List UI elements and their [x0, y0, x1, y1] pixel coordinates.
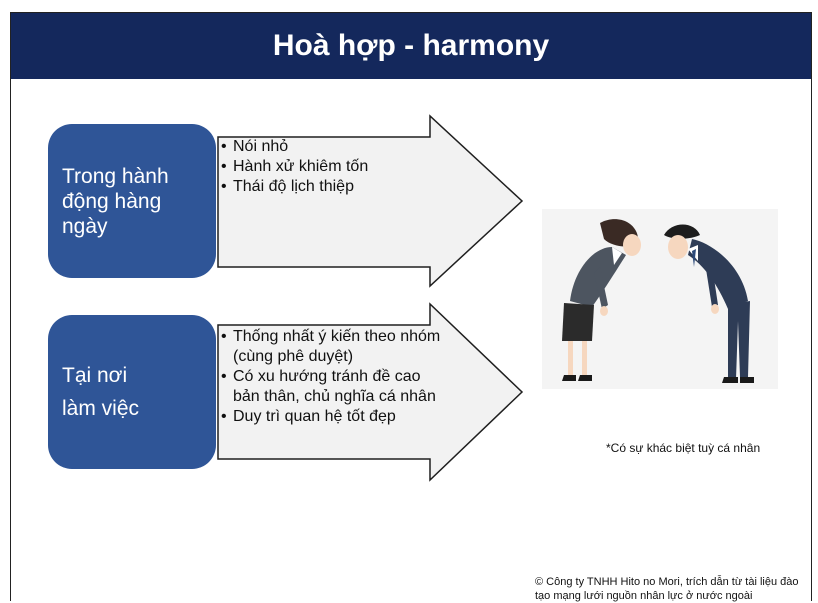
bullet-item: Có xu hướng tránh đề cao bản thân, chủ n… [219, 367, 449, 407]
note-text: *Có sự khác biệt tuỳ cá nhân [606, 441, 761, 455]
slide-title: Hoà hợp - harmony [272, 29, 550, 62]
title-bar: Hoà hợp - harmony [11, 13, 811, 79]
label-line: làm việc [62, 397, 140, 420]
copyright-text: © Công ty TNHH Hito no Mori, trích dẫn t… [535, 576, 799, 602]
bullet-item: Nói nhỏ [219, 137, 459, 157]
bowing-people-icon [542, 209, 778, 389]
label-line: ngày [62, 214, 108, 238]
bullet-list-workplace: Thống nhất ý kiến theo nhóm (cùng phê du… [219, 327, 449, 427]
bullet-item: Hành xử khiêm tốn [219, 157, 459, 177]
slide: Hoà hợp - harmony Trong hành động hàng n… [10, 12, 812, 602]
label-line: Tại nơi [62, 364, 128, 387]
bullet-item: Thống nhất ý kiến theo nhóm (cùng phê du… [219, 327, 449, 367]
bullet-item: Duy trì quan hệ tốt đẹp [219, 407, 449, 427]
label-line: Trong hành [62, 164, 169, 188]
label-box-workplace: Tại nơi làm việc [48, 315, 216, 469]
bullet-item: Thái độ lịch thiệp [219, 177, 459, 197]
label-line: động hàng [62, 189, 162, 213]
label-box-daily-behavior: Trong hành động hàng ngày [48, 124, 216, 278]
bullet-list-daily: Nói nhỏ Hành xử khiêm tốn Thái độ lịch t… [219, 137, 459, 197]
